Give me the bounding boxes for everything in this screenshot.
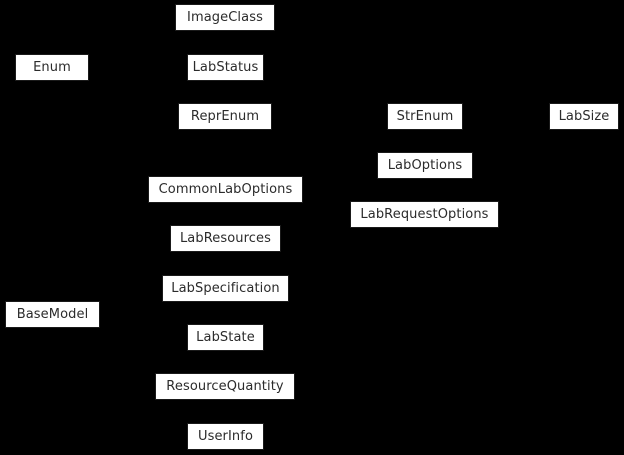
class-node-resourcequantity[interactable]: ResourceQuantity <box>155 373 295 400</box>
inheritance-edge-basemodel-to-labresources <box>100 238 170 315</box>
class-node-label: CommonLabOptions <box>158 182 293 197</box>
class-node-userinfo[interactable]: UserInfo <box>187 423 264 450</box>
class-node-label: BaseModel <box>16 307 89 322</box>
class-node-commonlaboptions[interactable]: CommonLabOptions <box>148 176 303 203</box>
class-node-basemodel[interactable]: BaseModel <box>5 301 100 328</box>
class-node-laboptions[interactable]: LabOptions <box>377 152 473 179</box>
class-node-labsize[interactable]: LabSize <box>549 103 619 130</box>
inheritance-edge-basemodel-to-labspecification <box>100 288 162 315</box>
class-node-labspecification[interactable]: LabSpecification <box>162 275 289 302</box>
class-node-labrequestoptions[interactable]: LabRequestOptions <box>350 201 499 228</box>
inheritance-edge-basemodel-to-commonlaboptions <box>100 189 148 315</box>
class-node-label: LabOptions <box>387 158 463 173</box>
class-node-label: ReprEnum <box>190 109 260 124</box>
class-node-label: ResourceQuantity <box>166 379 284 394</box>
class-node-label: LabStatus <box>192 60 259 75</box>
class-node-label: LabRequestOptions <box>360 207 489 222</box>
class-node-label: LabSpecification <box>171 281 280 296</box>
class-node-label: LabResources <box>179 231 272 246</box>
class-node-label: Enum <box>33 60 71 75</box>
class-node-label: LabSize <box>558 109 610 124</box>
class-node-labresources[interactable]: LabResources <box>170 225 281 252</box>
class-node-imageclass[interactable]: ImageClass <box>175 4 275 31</box>
class-node-labstate[interactable]: LabState <box>187 324 264 351</box>
class-node-enum[interactable]: Enum <box>15 54 89 81</box>
class-node-labstatus[interactable]: LabStatus <box>187 54 264 81</box>
class-node-reprenum[interactable]: ReprEnum <box>178 103 272 130</box>
inheritance-edge-basemodel-to-resourcequantity <box>100 314 155 387</box>
inheritance-edge-basemodel-to-labstate <box>100 314 187 338</box>
class-node-label: ImageClass <box>187 10 263 25</box>
inheritance-edge-enum-to-imageclass <box>89 17 175 68</box>
class-node-label: StrEnum <box>396 109 454 124</box>
inheritance-edge-enum-to-reprenum <box>89 67 178 117</box>
inheritance-edge-commonlaboptions-to-labrequestoptions <box>303 189 350 215</box>
class-node-label: UserInfo <box>197 429 254 444</box>
class-node-label: LabState <box>196 330 255 345</box>
class-node-strenum[interactable]: StrEnum <box>387 103 463 130</box>
